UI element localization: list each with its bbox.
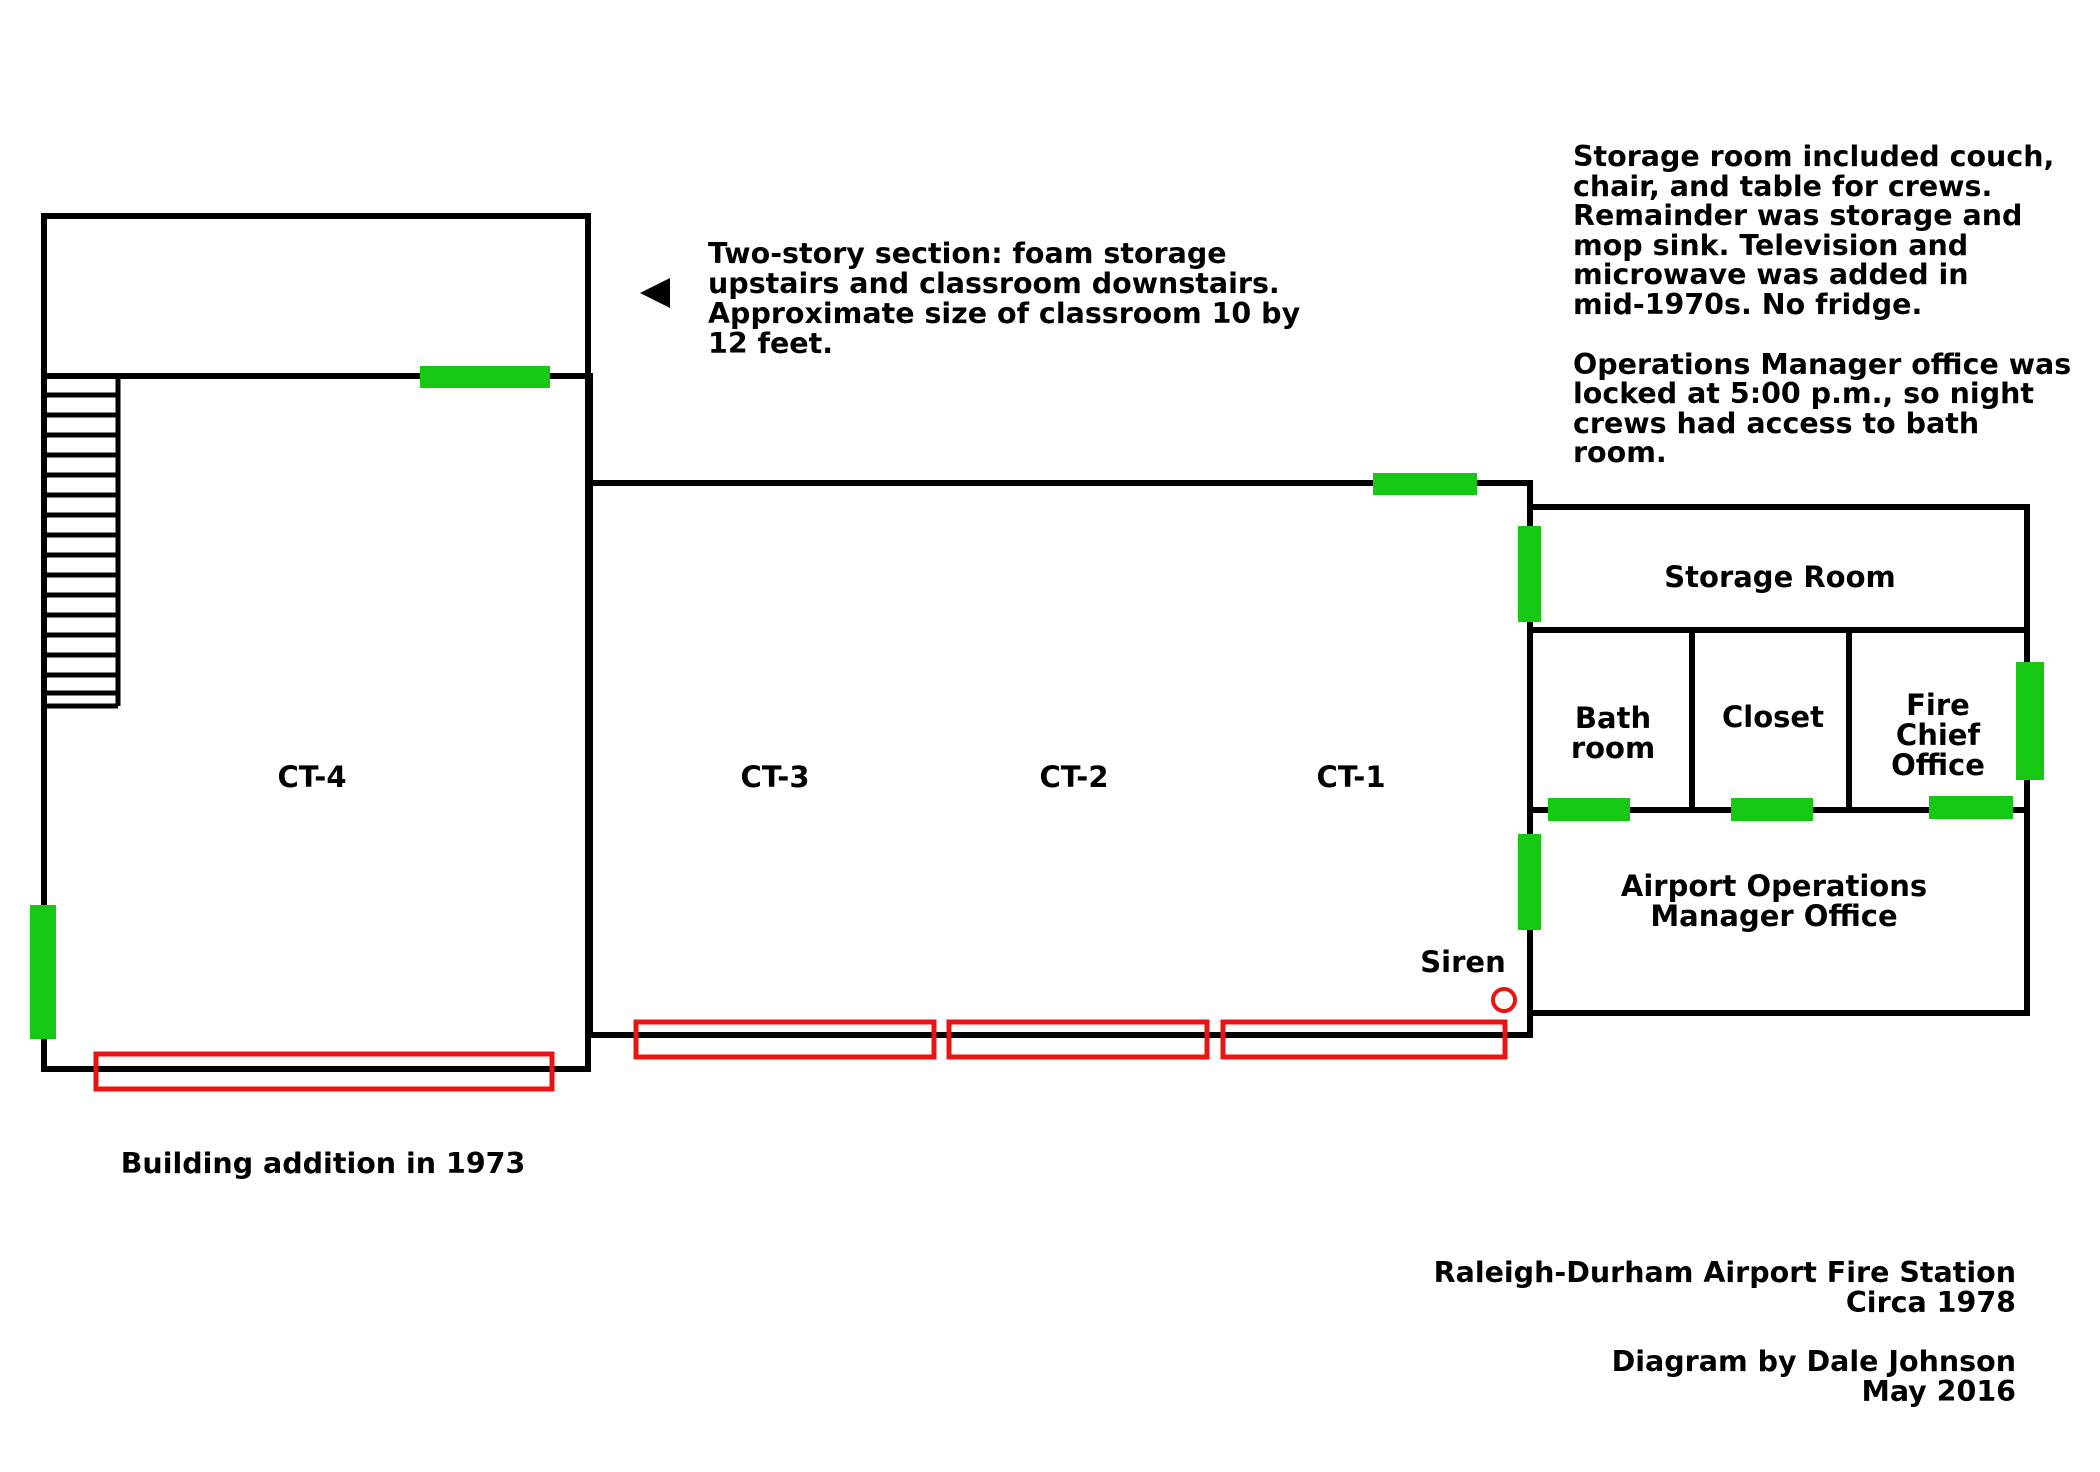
door-bathroom [1548, 798, 1630, 821]
note-storage: Storage room included couch, chair, and … [1573, 140, 2054, 321]
arrow-left-icon [640, 278, 670, 308]
credits: Raleigh-Durham Airport Fire Station Circ… [1434, 1256, 2016, 1408]
door-fire-chief-exterior [2016, 662, 2044, 780]
label-storage-room: Storage Room [1664, 560, 1895, 594]
label-ct3: CT-3 [740, 760, 809, 794]
label-ct2: CT-2 [1039, 760, 1108, 794]
ct4-outer-wall [41, 213, 591, 1072]
note-storage-line5: microwave was added in [1573, 258, 1969, 291]
label-bathroom-line2: room [1571, 731, 1655, 765]
label-fire-chief-line2: Chief [1896, 718, 1981, 752]
note-ops-manager-line2: locked at 5:00 p.m., so night [1573, 377, 2034, 410]
door-fire-chief-office [1929, 796, 2013, 819]
bay-doors [93, 1019, 1508, 1092]
label-fire-chief-line1: Fire [1906, 688, 1970, 722]
credits-date: Circa 1978 [1846, 1286, 2016, 1319]
label-ct4: CT-4 [277, 760, 346, 794]
label-ops-office-line1: Airport Operations [1621, 869, 1927, 903]
door-ops-office [1518, 834, 1541, 930]
bay-door-ct4 [93, 1051, 555, 1092]
door-closet [1731, 798, 1813, 821]
door-classroom [420, 366, 550, 388]
note-ops-manager: Operations Manager office was locked at … [1573, 348, 2071, 469]
ct4-building [41, 213, 591, 1072]
door-ct4-side [30, 905, 56, 1039]
bay-door-ct3 [633, 1019, 937, 1060]
main-bays-building [587, 373, 1533, 1038]
siren-marker [1491, 987, 1517, 1013]
note-two-story-line4: 12 feet. [708, 327, 833, 360]
note-ops-manager-line3: crews had access to bath [1573, 407, 1979, 440]
door-main-bays-top [1373, 473, 1477, 495]
bay-door-ct1 [1220, 1019, 1508, 1060]
credits-made: May 2016 [1861, 1375, 2016, 1408]
stairs [44, 376, 121, 709]
note-building-addition: Building addition in 1973 [121, 1147, 526, 1180]
bay-door-ct2 [946, 1019, 1210, 1060]
doors [30, 366, 2044, 1039]
credits-author: Diagram by Dale Johnson [1612, 1345, 2016, 1378]
credits-title: Raleigh-Durham Airport Fire Station [1434, 1256, 2016, 1289]
note-storage-line1: Storage room included couch, [1573, 140, 2054, 173]
note-two-story: Two-story section: foam storage upstairs… [708, 237, 1301, 360]
note-two-story-line2: upstairs and classroom downstairs. [708, 267, 1280, 300]
note-storage-line6: mid-1970s. No fridge. [1573, 288, 1922, 321]
note-two-story-line1: Two-story section: foam storage [708, 237, 1227, 270]
note-storage-line3: Remainder was storage and [1573, 199, 2022, 232]
note-storage-line4: mop sink. Television and [1573, 229, 1968, 262]
label-closet: Closet [1722, 700, 1824, 734]
note-two-story-line3: Approximate size of classroom 10 by [708, 297, 1301, 330]
note-storage-line2: chair, and table for crews. [1573, 170, 1992, 203]
label-ops-office-line2: Manager Office [1650, 899, 1897, 933]
label-bathroom-line1: Bath [1575, 701, 1651, 735]
label-ct1: CT-1 [1316, 760, 1385, 794]
label-fire-chief-line3: Office [1891, 748, 1985, 782]
note-ops-manager-line4: room. [1573, 436, 1667, 469]
note-ops-manager-line1: Operations Manager office was [1573, 348, 2071, 381]
main-bays-outer-wall [587, 373, 1533, 1038]
label-siren: Siren [1420, 945, 1505, 979]
door-storage-room [1518, 526, 1541, 622]
